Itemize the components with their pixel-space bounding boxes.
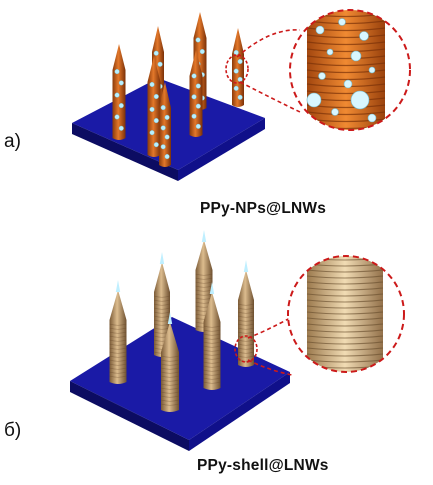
nanoparticle-dot — [367, 113, 377, 123]
nanoparticle-dot — [368, 66, 376, 74]
orange-wire — [232, 28, 244, 107]
panel-label-b: б) — [4, 420, 22, 441]
nanoparticle-dot — [326, 48, 334, 56]
nanoparticle-dot — [350, 50, 362, 62]
zoom-circle-b — [287, 255, 405, 373]
shell-wire — [203, 282, 221, 390]
panel-a — [72, 9, 411, 181]
orange-wire — [159, 82, 171, 167]
substrate-b — [70, 317, 290, 451]
panel-b — [70, 230, 405, 451]
caption-b: PPy-shell@LNWs — [197, 457, 329, 474]
caption-a: PPy-NPs@LNWs — [200, 200, 327, 217]
nanoparticle-dot — [359, 31, 369, 41]
nanoparticle-dot — [343, 79, 353, 89]
panel-label-a: a) — [4, 131, 21, 152]
wires-orange — [112, 12, 244, 167]
shell-wire — [109, 280, 127, 384]
zoom-callout-a — [225, 9, 411, 131]
orange-wire — [112, 44, 126, 140]
zoom-callout-b — [234, 255, 405, 376]
nanoparticle-dot — [350, 90, 370, 110]
nanoparticle-dot — [338, 18, 346, 26]
orange-wire — [189, 50, 203, 137]
shell-wire — [160, 312, 180, 412]
orange-wire — [147, 56, 161, 157]
nanoparticle-dot — [306, 92, 322, 108]
nanoparticle-dot — [315, 25, 325, 35]
nanoparticle-dot — [331, 108, 339, 116]
wires-shell — [109, 230, 255, 412]
zoom-circle-a — [289, 9, 411, 131]
nanoparticle-dot — [318, 72, 326, 80]
shell-wire — [237, 260, 255, 367]
